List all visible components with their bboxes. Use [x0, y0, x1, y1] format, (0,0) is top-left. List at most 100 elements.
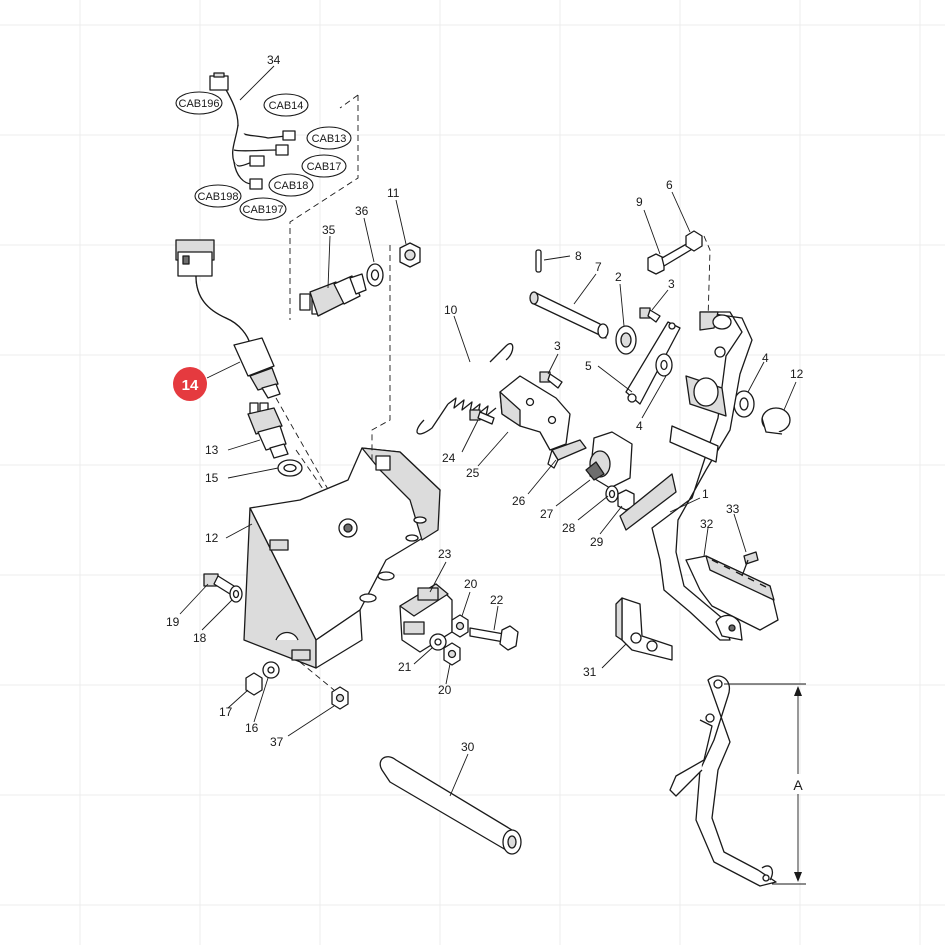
leader-3b — [651, 289, 669, 311]
callout-17: 17 — [219, 705, 233, 719]
callout-4a: 4 — [636, 419, 643, 433]
callout-18: 18 — [193, 631, 207, 645]
leader-37 — [287, 705, 335, 737]
callout-11: 11 — [387, 186, 400, 200]
leader-22 — [493, 605, 499, 631]
leader-29 — [599, 505, 623, 535]
alignment-line — [371, 245, 391, 460]
callout-6: 6 — [666, 178, 673, 192]
wiring-harness — [209, 72, 296, 190]
callout-10: 10 — [444, 303, 458, 317]
leader-15 — [227, 467, 279, 479]
dimension-label-bg — [788, 774, 808, 794]
bolt-9 — [647, 241, 695, 275]
callout-3b: 3 — [668, 277, 675, 291]
callout-28: 28 — [562, 521, 576, 535]
leader-31 — [601, 643, 627, 669]
bushing-12 — [761, 407, 791, 435]
mounting-bracket — [243, 447, 441, 669]
nut-6 — [685, 230, 703, 252]
leader-5 — [597, 365, 633, 393]
brake-pedal-arm — [619, 311, 753, 641]
leader-26 — [527, 459, 557, 495]
dimension-label: A — [793, 777, 803, 793]
nut-17 — [245, 672, 263, 696]
callout-29: 29 — [590, 535, 604, 549]
link-arm — [625, 321, 681, 405]
cotter-pin — [535, 249, 542, 273]
pedal-stop-bracket — [615, 597, 673, 661]
leader-33 — [733, 513, 747, 553]
callout-21: 21 — [398, 660, 412, 674]
leader-35 — [327, 235, 331, 289]
callout-27: 27 — [540, 507, 554, 521]
pedal-dimension-sketch — [669, 675, 777, 887]
pedal-pad — [685, 555, 779, 641]
callout-31: 31 — [583, 665, 597, 679]
leader-12b — [783, 381, 797, 411]
highlight-badge-circle — [173, 367, 207, 401]
connector-cab13: CAB13 — [306, 126, 352, 150]
leader-36 — [363, 217, 375, 263]
leader-23 — [429, 561, 447, 593]
hex-nut — [399, 242, 421, 268]
highlight-badge: 14 — [173, 367, 207, 401]
nut-20b — [443, 642, 461, 666]
callout-12b: 12 — [790, 367, 804, 381]
nut-37 — [331, 686, 349, 710]
callout-20b: 20 — [438, 683, 452, 697]
washer-16 — [262, 661, 280, 679]
leader-8 — [543, 255, 571, 261]
washer-4b — [733, 390, 755, 418]
bolt-22 — [469, 625, 519, 651]
alignment-line — [299, 661, 335, 691]
connector-label: CAB13 — [312, 133, 347, 145]
callout-1: 1 — [702, 487, 709, 501]
leader-32 — [703, 527, 709, 557]
spring-clip — [547, 439, 587, 469]
washer-21 — [429, 633, 447, 651]
callout-35: 35 — [322, 223, 336, 237]
connector-label: CAB14 — [269, 100, 304, 112]
switch-bracket — [499, 375, 571, 451]
alignment-line — [295, 449, 351, 529]
leader-24 — [461, 419, 479, 453]
callout-9: 9 — [636, 195, 643, 209]
leader-lines — [179, 65, 797, 797]
callout-numbers: 34 11 36 35 13 15 12 10 24 25 3 26 27 28… — [166, 53, 804, 754]
leader-20a — [461, 591, 471, 617]
washer-4a — [655, 353, 673, 377]
connector-label: CAB198 — [198, 191, 239, 203]
leader-3a — [547, 353, 559, 375]
bolt-24 — [469, 409, 495, 425]
leader-34 — [239, 65, 275, 101]
screw-33 — [741, 551, 759, 577]
brake-light-switch — [299, 273, 367, 317]
leader-7 — [573, 273, 597, 305]
leader-28 — [577, 495, 609, 521]
bolt-3b — [639, 307, 661, 323]
switch-with-cable — [175, 239, 281, 399]
callout-23: 23 — [438, 547, 452, 561]
alignment-line — [703, 235, 711, 321]
dimension-arrow-top — [794, 686, 802, 696]
connector-label: CAB196 — [179, 98, 220, 110]
foam-sleeve — [379, 756, 522, 855]
leader-6 — [671, 191, 691, 233]
callout-26: 26 — [512, 494, 526, 508]
leader-27 — [555, 479, 591, 507]
pedal-stop-holder — [585, 431, 633, 489]
connector-cab18: CAB18 — [268, 173, 314, 197]
washer-28 — [605, 485, 619, 503]
bolt-3 — [539, 371, 563, 389]
connector-cab198: CAB198 — [194, 184, 242, 208]
nut-20a — [451, 614, 469, 638]
leader-14 — [206, 361, 241, 379]
leader-16 — [253, 677, 269, 723]
callout-37: 37 — [270, 735, 284, 749]
leader-18 — [201, 599, 233, 631]
leader-1 — [669, 497, 701, 513]
callout-12: 12 — [205, 531, 219, 545]
callout-33: 33 — [726, 502, 740, 516]
